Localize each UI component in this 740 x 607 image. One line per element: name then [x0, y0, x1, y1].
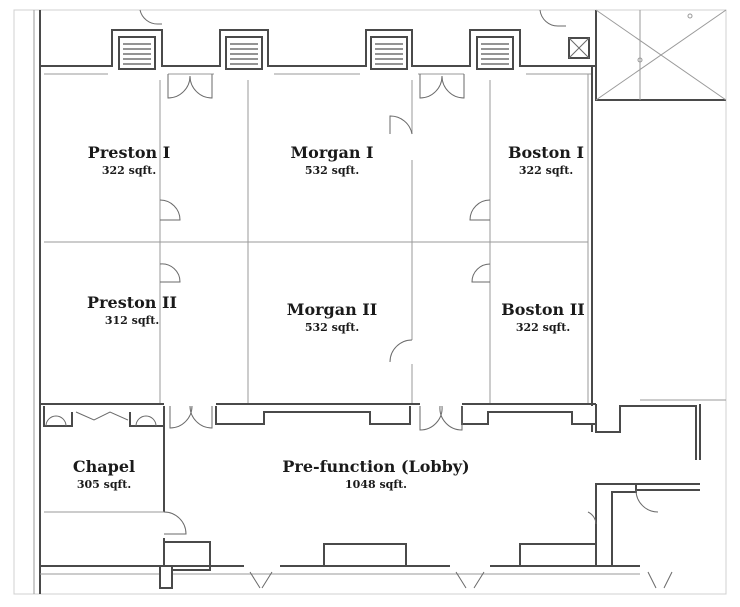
lobby-column	[595, 483, 637, 567]
vent-1	[118, 36, 156, 70]
door-top-2	[419, 74, 465, 99]
room-area-preston-1: 322 sqft.	[101, 164, 157, 177]
room-name-boston-1: Boston I	[508, 143, 584, 162]
door-top-exterior-2	[539, 9, 566, 27]
right-structure	[595, 404, 701, 460]
room-name-boston-2: Boston II	[501, 300, 585, 319]
lobby-bench-2	[519, 543, 597, 566]
room-name-lobby: Pre-function (Lobby)	[282, 457, 470, 476]
vent-2	[225, 36, 263, 70]
lobby-bench-1	[323, 543, 407, 566]
room-name-morgan-1: Morgan I	[290, 143, 374, 162]
vent-4	[476, 36, 514, 70]
room-name-chapel: Chapel	[72, 457, 136, 476]
room-name-preston-2: Preston II	[87, 293, 177, 312]
room-area-lobby: 1048 sqft.	[345, 478, 407, 491]
room-area-boston-2: 322 sqft.	[515, 321, 571, 334]
vent-3	[370, 36, 408, 70]
room-area-preston-2: 312 sqft.	[104, 314, 160, 327]
room-name-preston-1: Preston I	[87, 143, 171, 162]
room-area-morgan-2: 532 sqft.	[304, 321, 360, 334]
door-top-exterior-1	[139, 9, 162, 25]
room-area-boston-1: 322 sqft.	[518, 164, 574, 177]
plan-frame	[13, 9, 727, 595]
room-name-morgan-2: Morgan II	[286, 300, 378, 319]
room-area-morgan-1: 532 sqft.	[304, 164, 360, 177]
door-top-1	[167, 74, 213, 99]
room-area-chapel: 305 sqft.	[76, 478, 132, 491]
